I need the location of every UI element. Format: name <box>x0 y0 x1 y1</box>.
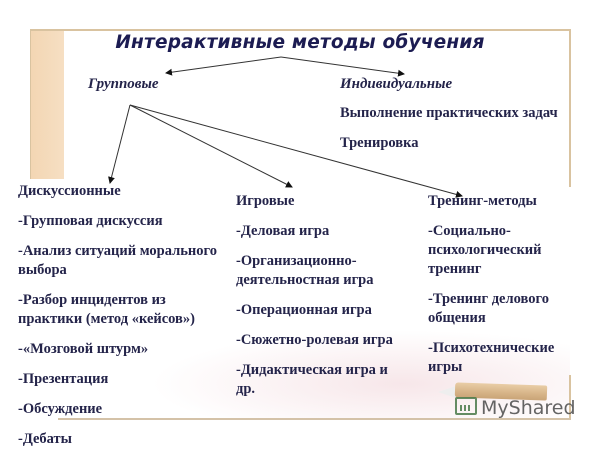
list-item: -Тренинг делового общения <box>428 291 549 326</box>
list-item: -Групповая дискуссия <box>18 213 163 229</box>
arrow-to-training <box>129 104 463 198</box>
arrow-to-games <box>129 104 293 188</box>
column-training: Тренинг-методы -Социально-психологически… <box>428 192 588 388</box>
background-swoosh <box>150 330 570 420</box>
pencil-tip-decoration <box>438 386 456 398</box>
individual-methods-label: Индивидуальные <box>340 76 453 92</box>
list-item: -Анализ ситуаций морального выбора <box>18 243 217 278</box>
individual-item: Выполнение практических задач <box>340 105 558 121</box>
group-methods-label: Групповые <box>88 76 159 92</box>
slide-frame-top-border <box>30 29 571 31</box>
list-item: -Психотехнические игры <box>428 340 555 375</box>
individual-methods-list: Выполнение практических задач Тренировка <box>340 104 572 164</box>
list-item: -«Мозговой штурм» <box>18 341 149 357</box>
slide-frame-bottom-border <box>58 418 571 420</box>
watermark-text: MyShared <box>481 397 576 419</box>
slide-frame-right-border-lower <box>569 375 571 419</box>
list-item: -Социально-психологический тренинг <box>428 223 542 277</box>
connector-arrows <box>108 56 463 198</box>
column-heading-games: Игровые <box>236 193 295 209</box>
list-item: -Разбор инцидентов из практики (метод «к… <box>18 292 195 327</box>
list-item: -Обсуждение <box>18 401 103 417</box>
column-games: Игровые -Деловая игра -Организационно-де… <box>236 192 401 410</box>
slide-frame-left-band <box>30 31 64 179</box>
list-item: -Презентация <box>18 371 109 387</box>
arrow-to-discussion <box>108 104 131 184</box>
arrow-to-group <box>165 56 282 76</box>
column-heading-training: Тренинг-методы <box>428 193 537 209</box>
list-item: -Операционная игра <box>236 302 372 318</box>
list-item: -Дидактическая игра и др. <box>236 362 388 397</box>
list-item: -Сюжетно-ролевая игра <box>236 332 393 348</box>
watermark: MyShared <box>455 397 576 419</box>
arrow-to-individual <box>280 56 405 77</box>
individual-item: Тренировка <box>340 135 419 151</box>
presentation-board-icon <box>455 397 477 415</box>
column-discussion: Дискуссионные -Групповая дискуссия -Анал… <box>18 182 228 460</box>
list-item: -Дебаты <box>18 431 72 447</box>
slide-frame-right-border <box>569 31 571 187</box>
list-item: -Деловая игра <box>236 223 330 239</box>
diagram-title: Интерактивные методы обучения <box>115 32 485 53</box>
column-heading-discussion: Дискуссионные <box>18 183 121 199</box>
list-item: -Организационно-деятельностная игра <box>236 253 374 288</box>
